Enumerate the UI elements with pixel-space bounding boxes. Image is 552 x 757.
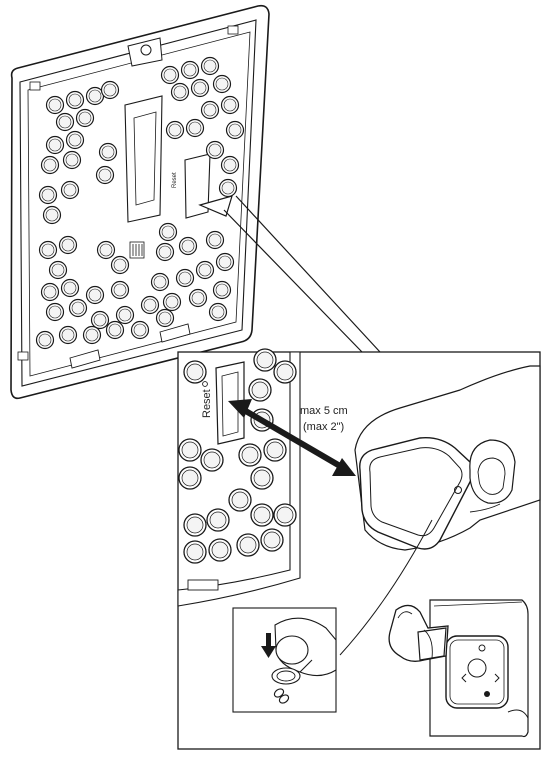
distance-label-cm: max 5 cm xyxy=(300,405,348,417)
leader-line xyxy=(339,519,433,656)
mounting-plate: Reset xyxy=(10,4,270,400)
svg-text:Reset: Reset xyxy=(172,172,178,188)
pin-tool-icon xyxy=(273,659,313,704)
reset-label: Reset xyxy=(201,389,213,418)
down-arrow-icon xyxy=(261,633,276,658)
pairing-card-inset xyxy=(429,599,529,738)
pin-press-inset xyxy=(232,607,337,713)
hand-holding-device xyxy=(354,365,541,551)
card-with-thumbs-icon xyxy=(445,635,509,709)
detail-panel: Reset max 5 cm (max 2") xyxy=(177,348,541,750)
manual-icon xyxy=(388,604,449,662)
distance-label-in: (max 2") xyxy=(303,421,344,433)
zoom-arrow xyxy=(198,195,381,353)
distance-arrow xyxy=(228,399,356,476)
